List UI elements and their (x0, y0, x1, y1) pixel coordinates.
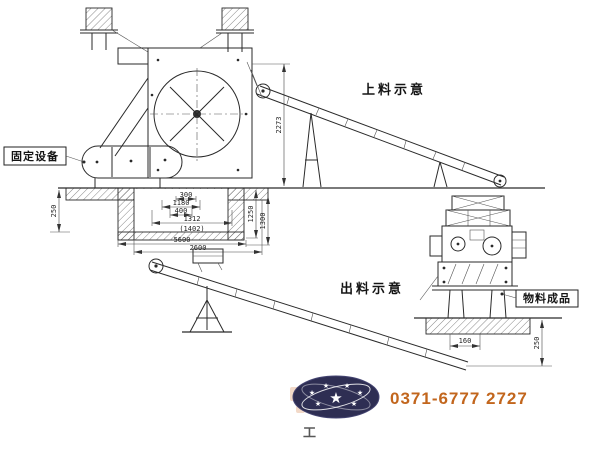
crusher-front-view (80, 7, 254, 188)
head-pulley (255, 83, 271, 99)
dim-base-width: 160 (459, 337, 472, 345)
dim-pit-span: 2600 (190, 244, 207, 252)
dim-pit-depth-a: 1250 (247, 206, 255, 223)
side-foundation-hatch (425, 317, 531, 335)
fixed-equipment-label: 固定设备 (3, 146, 86, 166)
dim-gap: 300 (180, 191, 193, 199)
svg-text:★: ★ (351, 400, 357, 408)
tail-pulley (493, 174, 507, 188)
dim-pit-inner-a: 1180 (173, 199, 190, 207)
pillar-left-hatch (85, 7, 113, 31)
svg-text:★: ★ (323, 382, 329, 390)
finished-product-text: 物料成品 (523, 291, 571, 305)
dim-pit-depth-b: 1300 (259, 213, 267, 230)
fixed-equipment-text: 固定设备 (11, 149, 59, 163)
dim-conveyor-height: 2273 (275, 117, 283, 134)
feeder-body (81, 145, 183, 179)
feed-conveyor: 上料示意 (246, 61, 507, 188)
foundation-and-pit (65, 187, 269, 241)
dim-foundation-length: 5600 (174, 236, 191, 244)
dim-pit-width: 1312 (184, 215, 201, 223)
svg-text:★: ★ (357, 389, 363, 397)
pillar-right-hatch (221, 7, 249, 31)
discharge-conveyor: 出料示意 (148, 248, 469, 371)
logo-globe (292, 375, 380, 419)
crusher-side-view: 160 250 (419, 195, 552, 367)
logo-star-main: ★ (329, 389, 342, 407)
pit-floor (117, 231, 245, 241)
discharge-schematic-label: 出料示意 (340, 281, 404, 296)
finished-product-label: 物料成品 (500, 289, 579, 308)
watermark-partial-char: 工 (303, 425, 316, 440)
watermark: ★ ★ ★ ★ ★ ★ ★ 0371-6777 2727 工 (290, 375, 528, 440)
discharge-tail-pulley (148, 258, 164, 274)
dim-pit-inner-b: 400 (175, 207, 188, 215)
svg-text:★: ★ (309, 389, 315, 397)
dim-left-depth: 250 (50, 205, 58, 218)
svg-text:★: ★ (344, 382, 350, 390)
finished-product-box (515, 289, 579, 308)
dim-right-depth: 250 (533, 337, 541, 350)
phone-number: 0371-6777 2727 (390, 389, 528, 408)
dim-pit-width-alt: (1402) (179, 225, 204, 233)
feed-schematic-label: 上料示意 (362, 82, 426, 97)
svg-text:★: ★ (315, 400, 321, 408)
dimension-lines: 300 1180 400 1312 (1402) 5600 2600 250 1… (50, 63, 290, 255)
